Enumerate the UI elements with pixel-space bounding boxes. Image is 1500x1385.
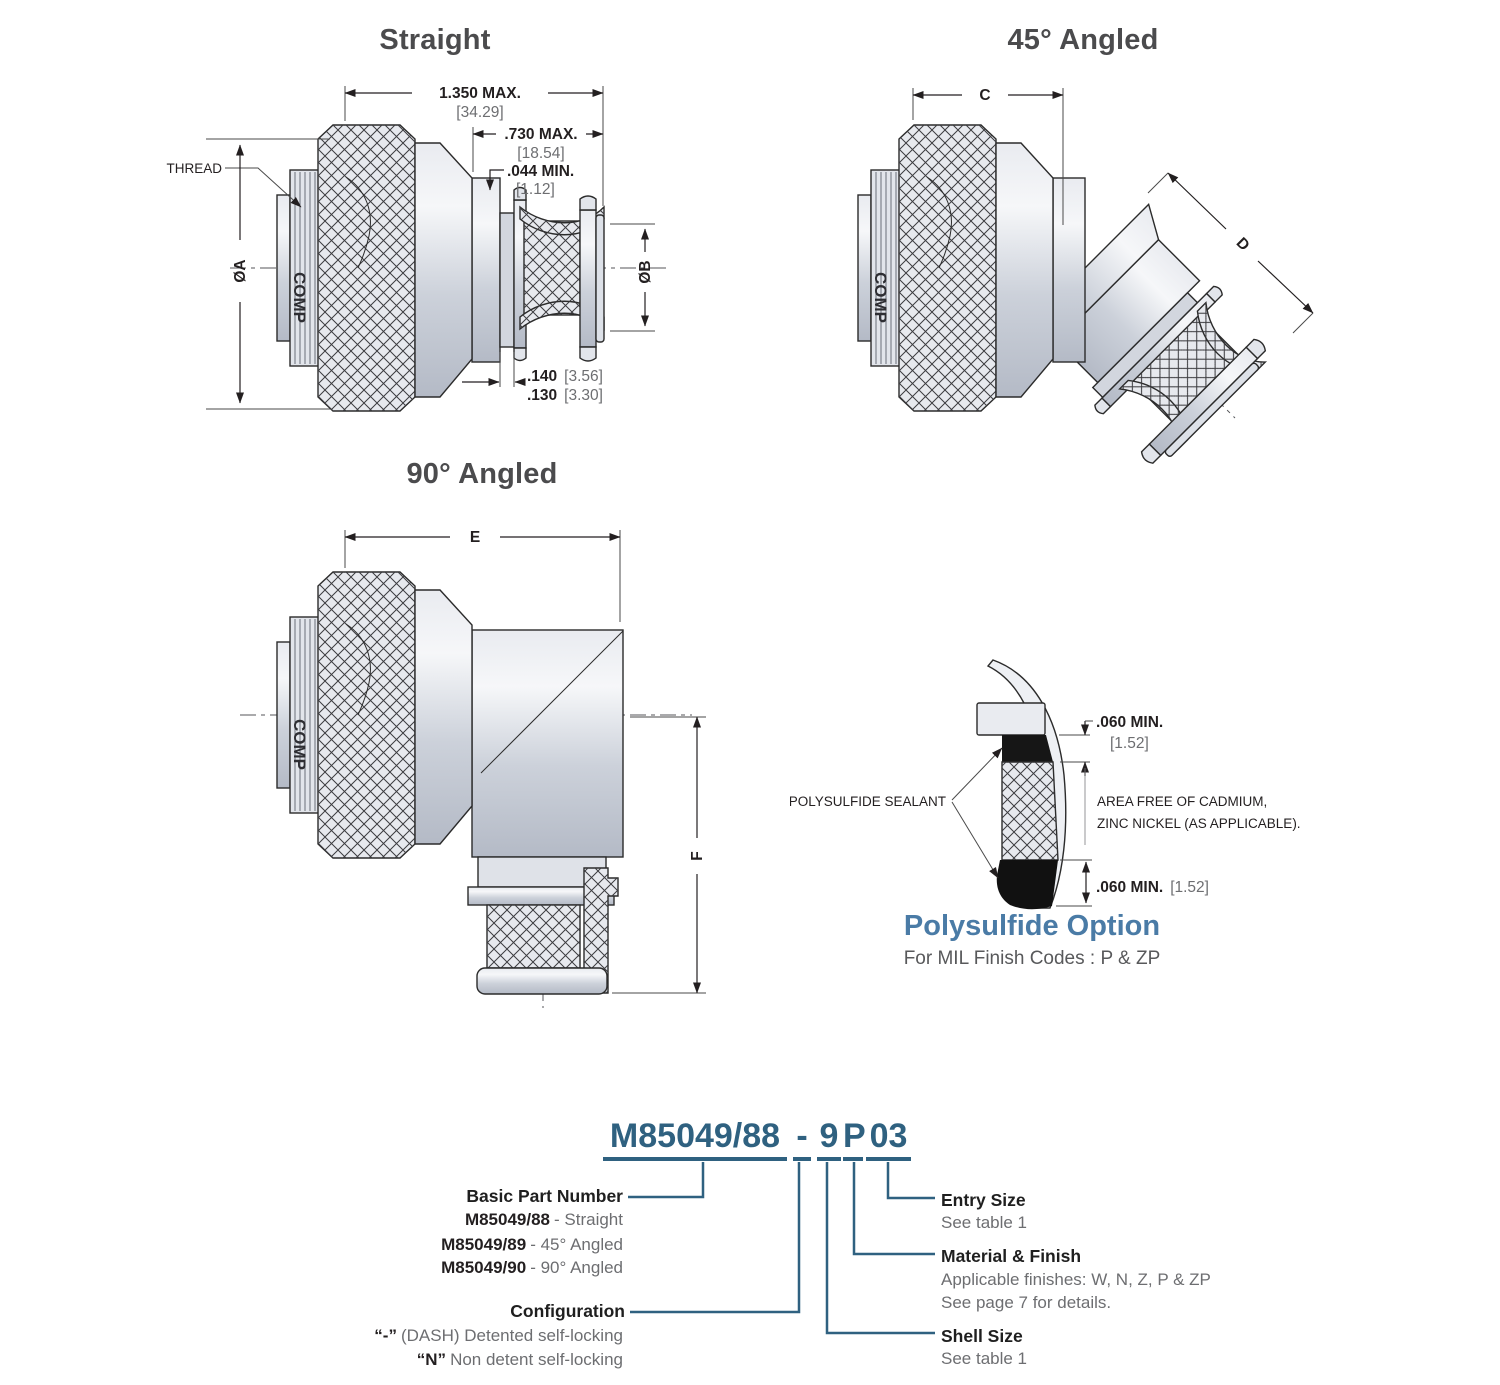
- pn-45: M85049/89: [441, 1235, 527, 1254]
- angled45-figure: C D: [857, 87, 1314, 464]
- dim-overall-mm: [34.29]: [456, 104, 503, 121]
- barrel-knurl: [487, 905, 580, 968]
- basic-part-number-label: Basic Part Number: [466, 1186, 623, 1206]
- config-n-desc: Non detent self-locking: [450, 1350, 623, 1369]
- area-note-2: ZINC NICKEL (AS APPLICABLE).: [1097, 816, 1300, 831]
- dim-e-label: E: [470, 529, 480, 546]
- sealant-label: POLYSULFIDE SEALANT: [790, 794, 946, 809]
- miter-seam: [480, 630, 624, 774]
- polysulfide-subtitle: For MIL Finish Codes : P & ZP: [903, 948, 1161, 969]
- line-basic-part-number: [628, 1162, 705, 1199]
- pn-45-desc: - 45° Angled: [530, 1235, 623, 1254]
- dim-top-mm: [1.52]: [1110, 735, 1149, 752]
- dia-b-label: ØB: [637, 260, 654, 283]
- angled90-title: 90° Angled: [406, 458, 558, 490]
- body-cylinder: [471, 177, 501, 363]
- flange-lip-top: [1205, 285, 1223, 303]
- dim-c-label: C: [979, 87, 990, 104]
- part-number-shell: 9: [817, 1118, 841, 1161]
- angled90-dimensions: E F: [344, 529, 706, 994]
- config-n-code: “N”: [416, 1350, 447, 1369]
- config-option-n: “N”Non detent self-locking: [417, 1350, 623, 1370]
- material-finish-note1: Applicable finishes: W, N, Z, P & ZP: [941, 1270, 1211, 1289]
- config-dash-code: “-”: [374, 1326, 397, 1345]
- dim-gap: .044 MIN.: [507, 163, 574, 180]
- end-lip-bottom: [579, 346, 597, 362]
- part-number-base: M85049/88: [603, 1118, 787, 1161]
- config-dash-desc: (DASH) Detented self-locking: [400, 1326, 623, 1345]
- straight-title: Straight: [379, 24, 491, 56]
- pn-90-desc: - 90° Angled: [530, 1258, 623, 1277]
- dim-f-label: F: [689, 851, 706, 860]
- pn-90: M85049/90: [441, 1258, 527, 1277]
- end-lip-top: [1245, 338, 1267, 360]
- configuration-label: Configuration: [510, 1301, 625, 1321]
- pn-straight: M85049/88: [464, 1210, 551, 1229]
- area-note-1: AREA FREE OF CADMIUM,: [1097, 794, 1267, 809]
- angled45-body: [857, 124, 1268, 464]
- part-number-dash: -: [793, 1118, 811, 1161]
- line-material-finish: [852, 1162, 935, 1256]
- shell-size-label: Shell Size: [941, 1326, 1023, 1346]
- sealant-band-top: [1002, 735, 1053, 762]
- pn-straight-desc: - Straight: [554, 1210, 623, 1229]
- angled90-body: [240, 571, 692, 1008]
- elbow-body: [471, 629, 624, 858]
- end-flange: [476, 967, 608, 995]
- dim-overall: 1.350 MAX.: [439, 85, 521, 102]
- basic-option-90: M85049/90- 90° Angled: [441, 1258, 623, 1278]
- end-cap: [1164, 362, 1260, 457]
- groove-dim-lower: .130[3.30]: [527, 387, 603, 404]
- flange-lip-top: [513, 186, 527, 201]
- polysulfide-section: [976, 659, 1067, 910]
- material-finish-note2: See page 7 for details.: [941, 1293, 1112, 1312]
- polysulfide-title: Polysulfide Option: [903, 910, 1161, 942]
- barrel-knurl: [524, 221, 580, 315]
- collar-step: [976, 702, 1046, 736]
- end-cap: [595, 214, 605, 343]
- dim-top: .060 MIN.: [1096, 714, 1163, 731]
- sealant-band-bottom: [996, 860, 1058, 910]
- body-cylinder: [1052, 177, 1086, 363]
- entry-size-note: See table 1: [941, 1213, 1028, 1232]
- flared-lip-hatch: [584, 868, 618, 993]
- thread-label: THREAD: [166, 161, 222, 176]
- end-lip-top: [579, 195, 597, 211]
- groove-neck: [499, 212, 515, 348]
- dia-a-label: ØA: [232, 259, 249, 282]
- dim-d-label: D: [1233, 234, 1253, 254]
- dim-rear-mm: [18.54]: [517, 145, 564, 162]
- dim-bottom: .060 MIN.[1.52]: [1096, 879, 1209, 896]
- shell-size-note: See table 1: [941, 1349, 1028, 1368]
- basic-option-45: M85049/89- 45° Angled: [441, 1235, 623, 1255]
- angled90-figure: E F: [240, 529, 706, 1008]
- config-option-dash: “-”(DASH) Detented self-locking: [374, 1326, 623, 1346]
- part-number-finish: P: [843, 1118, 866, 1161]
- entry-size-label: Entry Size: [941, 1190, 1026, 1210]
- dim-gap-mm: [1.12]: [516, 181, 555, 198]
- flange-lip-bottom: [513, 347, 527, 362]
- flange-lip-bottom: [1094, 397, 1112, 415]
- groove-dim-upper: .140[3.56]: [527, 368, 603, 385]
- material-finish-label: Material & Finish: [941, 1246, 1082, 1266]
- basic-option-straight: M85049/88- Straight: [465, 1210, 623, 1230]
- polysulfide-annotations: POLYSULFIDE SEALANT .060 MIN. [1.52] .06…: [790, 714, 1300, 907]
- part-number-entry: 03: [866, 1118, 911, 1161]
- line-entry-size: [886, 1162, 935, 1200]
- end-lip-bottom: [1140, 443, 1162, 464]
- end-flange: [579, 209, 597, 348]
- dim-rear: .730 MAX.: [504, 126, 577, 143]
- flared-mouth-top-hatch: [1197, 302, 1266, 371]
- angled45-title: 45° Angled: [1007, 24, 1159, 56]
- line-configuration: [630, 1162, 801, 1314]
- straight-dimensions: 1.350 MAX. [34.29] .730 MAX. [18.54] .04…: [166, 85, 655, 410]
- straight-figure: COMP 1.350 MAX.: [166, 85, 668, 412]
- polysulfide-figure: POLYSULFIDE SEALANT .060 MIN. [1.52] .06…: [790, 659, 1300, 910]
- line-shell-size: [825, 1162, 935, 1335]
- straight-body: [230, 124, 668, 412]
- knurl-section-hatch: [1002, 762, 1058, 860]
